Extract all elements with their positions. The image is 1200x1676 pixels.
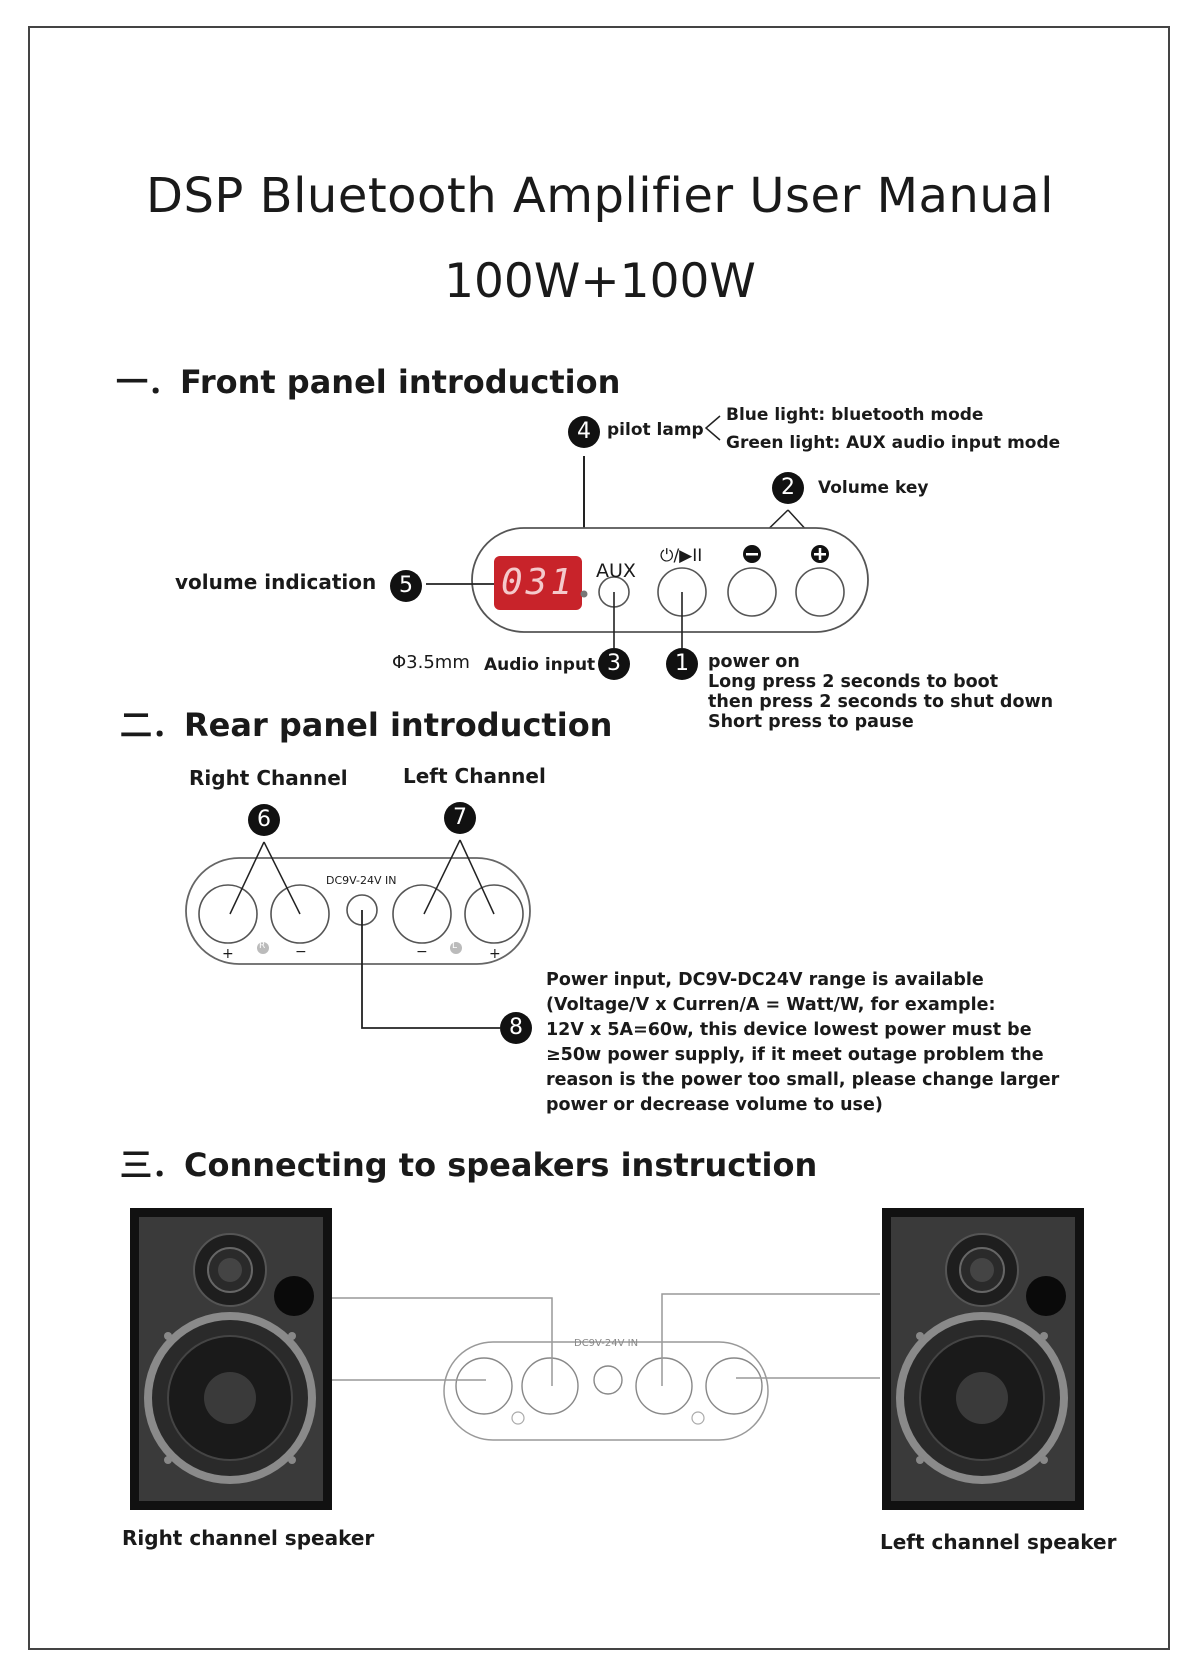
display-background [494, 556, 582, 610]
power-play-icon: ⏻/▶II [660, 546, 703, 566]
page-border [28, 26, 1170, 1650]
audio-input-label: Audio input [484, 655, 596, 675]
power-note-line: Power input, DC9V-DC24V range is availab… [546, 970, 984, 990]
pilot-lamp-label: pilot lamp [607, 420, 704, 440]
power-on-line: Long press 2 seconds to boot [708, 672, 999, 692]
power-on-line: power on [708, 652, 800, 672]
volume-indication-label: volume indication [175, 570, 377, 594]
green-light-label: Green light: AUX audio input mode [726, 433, 1061, 453]
right-plus: + [222, 946, 234, 962]
callout-4: 4 [568, 416, 600, 448]
callout-5: 5 [390, 570, 422, 602]
right-minus: − [295, 944, 307, 960]
right-speaker-label: Right channel speaker [122, 1526, 375, 1550]
power-note-line: 12V x 5A=60w, this device lowest power m… [546, 1020, 1032, 1040]
left-speaker-label: Left channel speaker [880, 1530, 1117, 1554]
left-speaker-image [882, 1208, 1084, 1510]
left-minus: − [416, 944, 428, 960]
audio-input-size: Φ3.5mm [392, 652, 470, 673]
callout-1: 1 [666, 648, 698, 680]
blue-light-label: Blue light: bluetooth mode [726, 405, 984, 425]
callout-8: 8 [500, 1012, 532, 1044]
power-note-line: power or decrease volume to use) [546, 1095, 883, 1115]
page-title: DSP Bluetooth Amplifier User Manual [146, 168, 1054, 224]
section-rear-panel-heading: 二．Rear panel introduction [120, 706, 613, 744]
right-channel-label: Right Channel [189, 766, 348, 790]
section-front-panel-heading: 一．Front panel introduction [116, 363, 621, 401]
r-mark: R [259, 941, 266, 951]
page-subtitle: 100W+100W [444, 254, 756, 309]
dc-in-label: DC9V-24V IN [326, 874, 397, 887]
power-note-line: ≥50w power supply, if it meet outage pro… [546, 1045, 1044, 1065]
callout-3: 3 [598, 648, 630, 680]
power-note-line: (Voltage/V x Curren/A = Watt/W, for exam… [546, 995, 996, 1015]
left-channel-label: Left Channel [403, 764, 546, 788]
connect-dc-in-label: DC9V-24V IN [574, 1338, 639, 1349]
right-speaker-image [130, 1208, 332, 1510]
power-on-line: then press 2 seconds to shut down [708, 692, 1054, 712]
l-mark: L [452, 941, 458, 951]
power-on-line: Short press to pause [708, 712, 914, 732]
power-note-line: reason is the power too small, please ch… [546, 1070, 1060, 1090]
aux-label: AUX [596, 560, 636, 582]
volume-key-label: Volume key [818, 478, 929, 498]
power-input-note: Power input, DC9V-DC24V range is availab… [546, 968, 1059, 1118]
section-connect-heading: 三．Connecting to speakers instruction [120, 1146, 818, 1184]
left-plus: + [489, 946, 501, 962]
callout-2: 2 [772, 472, 804, 504]
power-on-description: power on Long press 2 seconds to boot th… [708, 652, 1053, 732]
callout-7: 7 [444, 802, 476, 834]
callout-6: 6 [248, 804, 280, 836]
volume-display: 031 [500, 562, 576, 603]
